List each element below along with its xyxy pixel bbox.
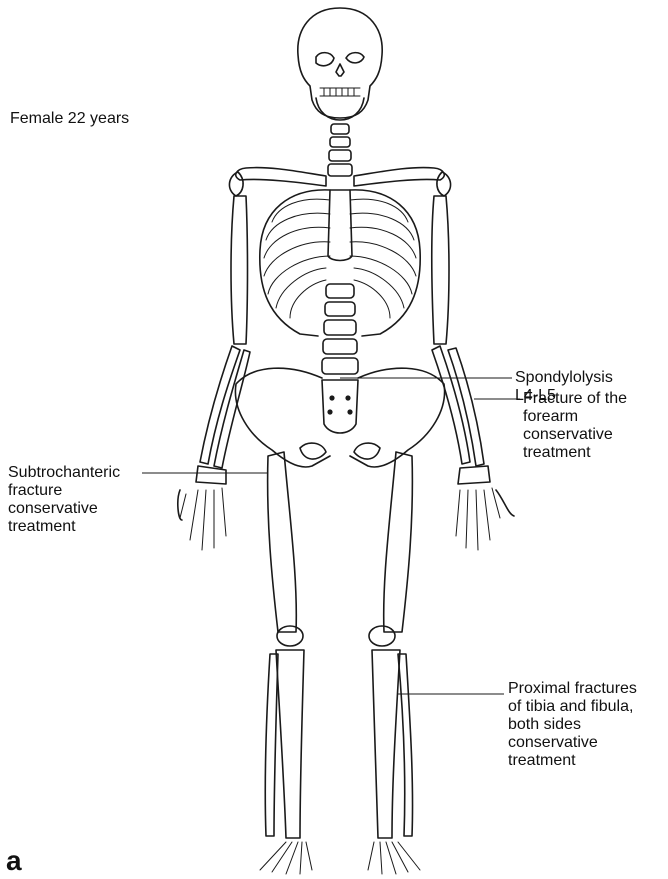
tibia-annotation: Proximal fractures of tibia and fibula, … — [508, 680, 637, 770]
pelvis — [235, 368, 444, 467]
cervical-spine — [328, 124, 352, 176]
forearm-annotation: Fracture of the forearm conservative tre… — [523, 390, 627, 462]
lumbar-spine — [322, 284, 358, 374]
legs — [260, 452, 420, 874]
skull — [298, 8, 382, 120]
subtrochanteric-annotation: Subtrochanteric fracture conservative tr… — [8, 464, 120, 536]
shoulder-girdle — [229, 168, 450, 196]
right-arm — [178, 196, 250, 550]
panel-letter: a — [6, 846, 22, 876]
rib-cage — [260, 190, 420, 336]
patient-label: Female 22 years — [10, 110, 129, 128]
left-arm — [432, 196, 514, 550]
